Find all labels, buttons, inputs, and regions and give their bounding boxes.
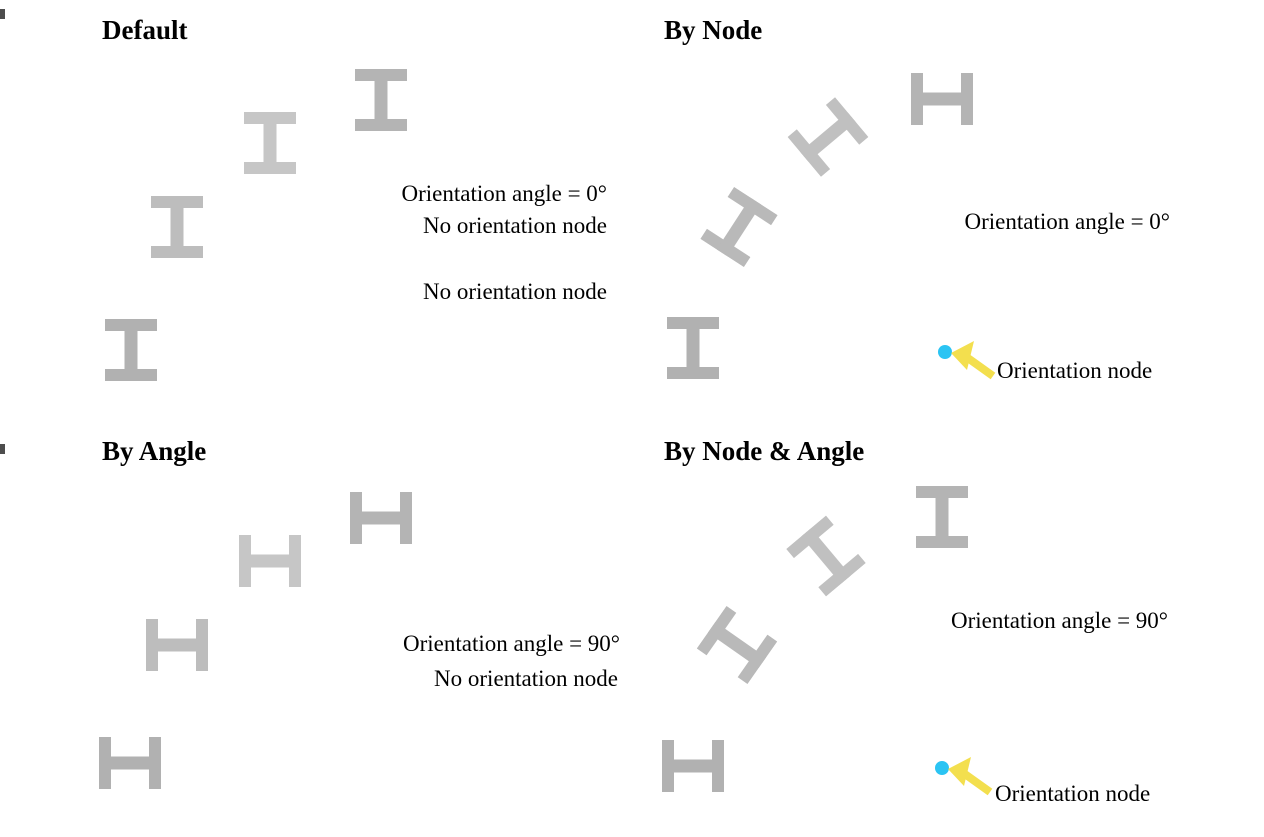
quadrant-title-by-node-angle: By Node & Angle [664,436,865,466]
orientation-arrow-icon [948,757,993,796]
i-beam-section [787,97,869,177]
i-beam-section [916,486,968,548]
i-beam-section [151,196,203,258]
orientation-angle-label: Orientation angle = 90° [951,608,1168,633]
quadrant-title-by-node: By Node [664,15,763,45]
orientation-angle-label: Orientation angle = 90° [403,631,620,656]
orientation-arrow-icon [951,341,996,380]
no-orientation-node-label: No orientation node [423,213,607,238]
orientation-node-label: Orientation node [997,358,1153,383]
i-beam-section [355,69,407,131]
orientation-node-dot [935,761,949,775]
i-beam-section [911,73,973,125]
edge-artifact [0,444,5,454]
no-orientation-node-label: No orientation node [423,279,607,304]
i-beam-section [350,492,412,544]
i-beam-section [696,605,778,685]
orientation-angle-label: Orientation angle = 0° [401,181,607,206]
i-beam-section [244,112,296,174]
no-orientation-node-label: No orientation node [434,666,618,691]
i-beam-section [105,319,157,381]
orientation-node-dot [938,345,952,359]
i-beam-section [239,535,301,587]
i-beam-section [146,619,208,671]
quadrant-title-default: Default [102,15,188,45]
edge-artifact [0,9,5,19]
i-beam-section [662,740,724,792]
i-beam-section [700,186,778,268]
i-beam-section [667,317,719,379]
orientation-angle-label: Orientation angle = 0° [964,209,1170,234]
quadrant-title-by-angle: By Angle [102,436,207,466]
i-beam-section [99,737,161,789]
orientation-node-label: Orientation node [995,781,1151,806]
i-beam-section [786,515,866,597]
